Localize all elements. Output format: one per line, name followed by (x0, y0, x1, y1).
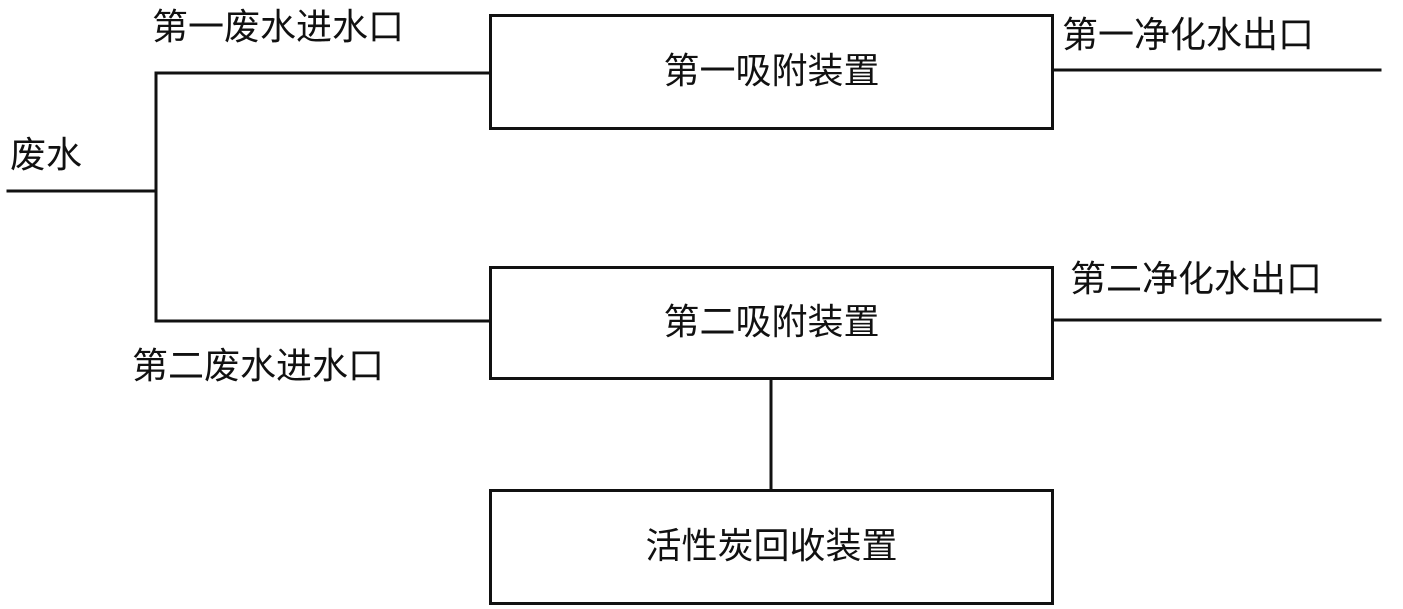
carbon-recovery-device: 活性炭回收装置 (489, 489, 1054, 605)
first-inlet-label: 第一废水进水口 (152, 7, 405, 48)
second-outlet-label: 第二净化水出口 (1070, 259, 1323, 300)
second-inlet-label: 第二废水进水口 (132, 346, 385, 387)
second-adsorption-device: 第二吸附装置 (489, 266, 1054, 380)
first-outlet-label: 第一净化水出口 (1062, 15, 1315, 56)
waste-water-label: 废水 (10, 135, 83, 176)
first-adsorption-device: 第一吸附装置 (489, 14, 1054, 130)
